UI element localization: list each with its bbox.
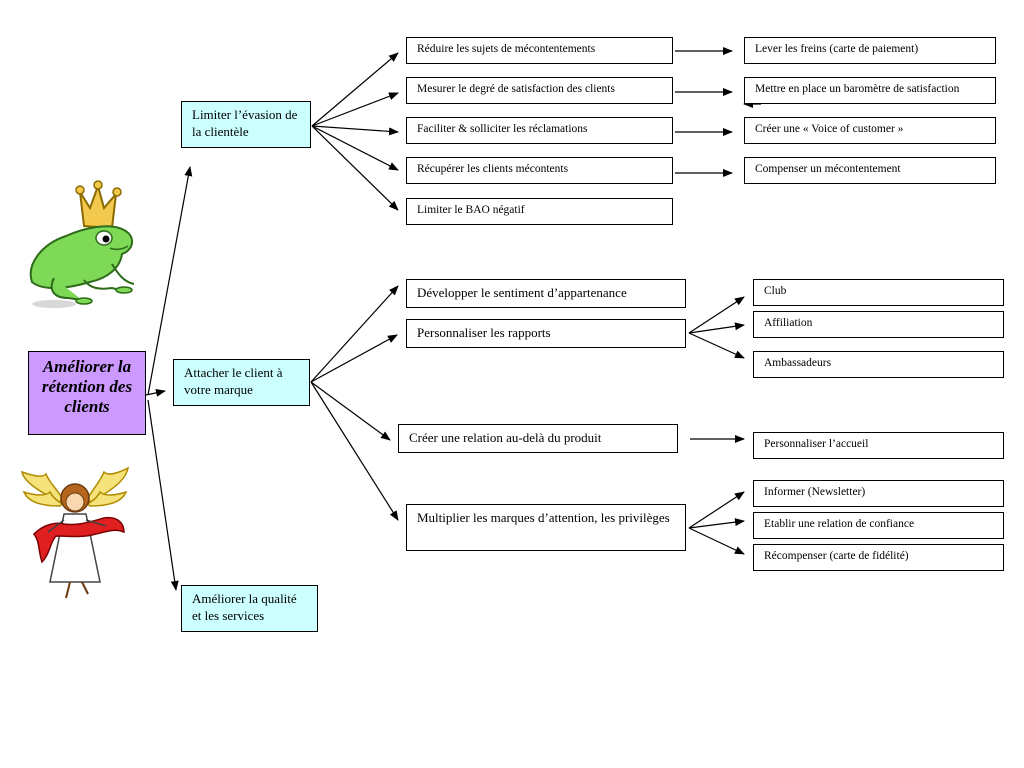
node-evasion-action-1: Réduire les sujets de mécontentements — [406, 37, 673, 64]
node-evasion-result-2: Mettre en place un baromètre de satisfac… — [744, 77, 996, 104]
arrow-evasion-5 — [311, 125, 399, 211]
arrow-rapports-2 — [688, 322, 745, 334]
arrow-marques-3 — [688, 527, 745, 555]
arrow-rapports-3 — [688, 332, 745, 359]
arrow-marques-1 — [688, 491, 745, 529]
frog-prince-icon — [29, 180, 135, 308]
node-recompenser: Récompenser (carte de fidélité) — [753, 544, 1004, 571]
node-limiter-evasion: Limiter l’évasion de la clientèle — [181, 101, 311, 148]
angel-icon — [21, 466, 129, 599]
node-evasion-action-5: Limiter le BAO négatif — [406, 198, 673, 225]
node-affiliation: Affiliation — [753, 311, 1004, 338]
node-ambassadeurs: Ambassadeurs — [753, 351, 1004, 378]
arrow-attacher-4 — [310, 381, 399, 521]
arrow-evasion-1 — [311, 52, 399, 127]
arrow-evasion-4 — [311, 125, 399, 171]
node-personnaliser-rapports: Personnaliser les rapports — [406, 319, 686, 348]
arrow-root-to-qualite — [147, 399, 179, 591]
arrow-rapports-1 — [688, 296, 745, 334]
node-attacher-client: Attacher le client à votre marque — [173, 359, 310, 406]
node-evasion-result-1: Lever les freins (carte de paiement) — [744, 37, 996, 64]
node-evasion-result-3: Créer une « Voice of customer » — [744, 117, 996, 144]
arrow-marques-2 — [688, 518, 745, 529]
node-appartenance: Développer le sentiment d’appartenance — [406, 279, 686, 308]
node-evasion-action-3: Faciliter & solliciter les réclamations — [406, 117, 673, 144]
node-confiance: Etablir une relation de confiance — [753, 512, 1004, 539]
node-club: Club — [753, 279, 1004, 306]
node-evasion-action-4: Récupérer les clients mécontents — [406, 157, 673, 184]
node-evasion-action-2: Mesurer le degré de satisfaction des cli… — [406, 77, 673, 104]
node-multiplier-marques: Multiplier les marques d’attention, les … — [406, 504, 686, 551]
arrow-evasion-3 — [311, 125, 399, 136]
arrow-attacher-1 — [310, 285, 399, 383]
arrow-root-to-attacher — [145, 388, 166, 397]
arrow-attacher-2 — [310, 334, 398, 383]
arrow-root-to-evasion — [147, 166, 193, 396]
arrow-evasion-2 — [311, 92, 399, 127]
root-node: Améliorer la rétention des clients — [28, 351, 146, 435]
node-evasion-result-4: Compenser un mécontentement — [744, 157, 996, 184]
node-informer: Informer (Newsletter) — [753, 480, 1004, 507]
node-personnaliser-accueil: Personnaliser l’accueil — [753, 432, 1004, 459]
node-ameliorer-qualite: Améliorer la qualité et les services — [181, 585, 318, 632]
arrow-attacher-3 — [310, 381, 391, 441]
node-relation-produit: Créer une relation au-delà du produit — [398, 424, 678, 453]
